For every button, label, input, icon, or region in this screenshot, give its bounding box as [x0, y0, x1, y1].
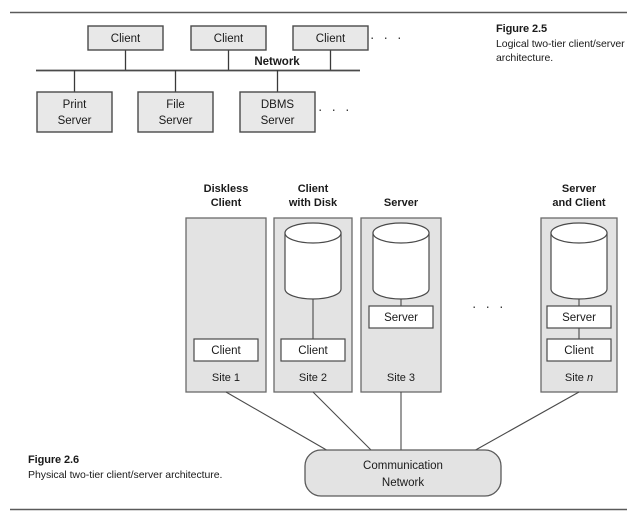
sites-ellipsis: · · ·: [472, 298, 506, 314]
site-2-panel[interactable]: Client Site 2: [273, 217, 353, 393]
figure-2-5-caption: Figure 2.5 Logical two-tier client/serve…: [496, 22, 626, 65]
site-1-label: Site 1: [212, 372, 240, 384]
site-2-disk-icon: [284, 222, 342, 300]
file-server-label-line1: File: [166, 99, 185, 111]
clients-ellipsis: · · ·: [370, 29, 404, 45]
site-n-disk-icon: [550, 222, 608, 300]
servers-ellipsis: · · ·: [318, 101, 352, 117]
site-2-header-line1: Client: [298, 183, 329, 195]
client-box-3[interactable]: [292, 25, 369, 51]
client-box-2-label: Client: [214, 33, 244, 45]
site-2-label: Site 2: [299, 372, 327, 384]
site-1-header-line1: Diskless: [204, 183, 249, 195]
print-server-label-line1: Print: [63, 99, 87, 111]
figure-2-5-caption-title: Figure 2.5: [496, 23, 547, 35]
site-1-client-box[interactable]: [193, 338, 259, 362]
figure-2-6-diagram: Diskless Client Client with Disk Server …: [185, 183, 618, 497]
figure-2-6-caption-title: Figure 2.6: [28, 454, 79, 466]
figure-2-5-diagram: Client Client Client · · · Network Print…: [36, 25, 404, 133]
site-1-panel[interactable]: Client Site 1: [185, 217, 267, 393]
site-1-panel-rect[interactable]: [185, 217, 267, 393]
site-n-label-text: Site: [565, 372, 587, 384]
site-1-client-label: Client: [211, 345, 241, 357]
site-2-client-box[interactable]: [280, 338, 346, 362]
site-n-header-line1: Server: [562, 183, 597, 195]
figure-2-6-caption: Figure 2.6 Physical two-tier client/serv…: [28, 453, 258, 482]
print-server-label-line2: Server: [58, 115, 92, 127]
print-server-box[interactable]: [36, 91, 113, 133]
site-n-client-label: Client: [564, 345, 594, 357]
site-n-label-suffix: n: [587, 372, 593, 384]
figure-2-5-caption-body: Logical two-tier client/server architect…: [496, 38, 625, 64]
site-n-label: Site n: [565, 372, 593, 384]
communication-network-label-line2: Network: [382, 477, 424, 489]
client-box-1[interactable]: [87, 25, 164, 51]
network-label: Network: [254, 56, 300, 68]
dbms-server-label-line1: DBMS: [261, 99, 295, 111]
site-n-client-box[interactable]: [546, 338, 612, 362]
client-box-3-label: Client: [316, 33, 346, 45]
dbms-server-label-line2: Server: [261, 115, 295, 127]
site-2-header-line2: with Disk: [288, 197, 338, 209]
communication-network-box[interactable]: [304, 449, 502, 497]
site-n-server-label: Server: [562, 312, 596, 324]
site-3-panel[interactable]: Server Site 3: [360, 217, 442, 393]
site-1-network-link: [225, 391, 331, 453]
site-1-header-line2: Client: [211, 197, 242, 209]
figure-2-6-caption-body: Physical two-tier client/server architec…: [28, 469, 223, 481]
site-3-server-label: Server: [384, 312, 418, 324]
dbms-server-box[interactable]: [239, 91, 316, 133]
site-3-server-box[interactable]: [368, 305, 434, 329]
site-3-disk-icon: [372, 222, 430, 300]
client-box-1-label: Client: [111, 33, 141, 45]
site-n-network-link: [471, 391, 580, 453]
site-n-header-line2: and Client: [552, 197, 606, 209]
site-2-client-label: Client: [298, 345, 328, 357]
site-2-network-link: [312, 391, 374, 453]
communication-network-label-line1: Communication: [363, 460, 443, 472]
site-3-header-line1: Server: [384, 197, 419, 209]
file-server-box[interactable]: [137, 91, 214, 133]
file-server-label-line2: Server: [159, 115, 193, 127]
site-3-label: Site 3: [387, 372, 415, 384]
site-n-panel[interactable]: Server Client Site n: [540, 217, 618, 393]
client-box-2[interactable]: [190, 25, 267, 51]
